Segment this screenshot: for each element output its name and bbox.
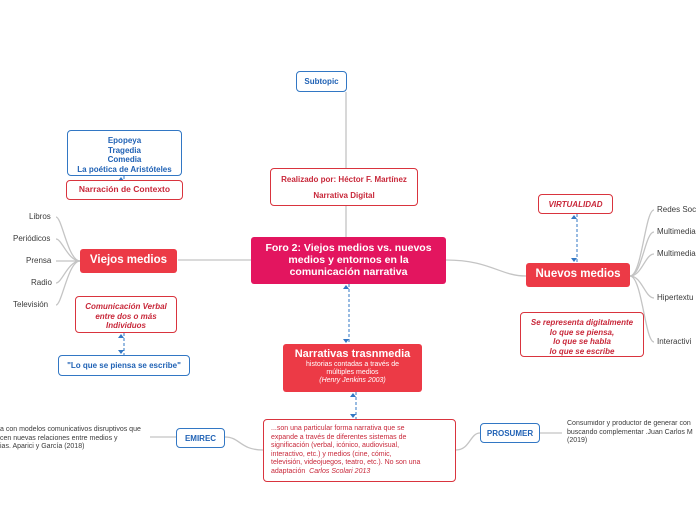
narrativas-transmedia-node[interactable]: Narrativas trasnmedia historias contadas… (283, 344, 422, 392)
virtualidad-node[interactable]: VIRTUALIDAD (538, 194, 613, 214)
central-topic[interactable]: Foro 2: Viejos medios vs. nuevos medios … (251, 237, 446, 284)
verbal-line-3: Individuos (106, 321, 146, 330)
link-scolari-prosumer (455, 432, 481, 451)
link-viejos-radio (55, 260, 81, 284)
arrow-narrativas-down (343, 339, 349, 343)
digital-line-3: lo que se habla (553, 337, 611, 346)
emirec-text: a con modelos comunicativos disruptivos … (0, 426, 150, 452)
generos-node[interactable]: Epopeya Tragedia Comedia La poética de A… (67, 130, 182, 176)
leaf-redes-sociales: Redes Soc (657, 205, 696, 214)
scolari-line-5: televisión, videojuegos, teatro, etc.). … (271, 459, 421, 467)
verbal-line-1: Comunicación Verbal (85, 302, 167, 311)
leaf-multimedia-1: Multimedia (657, 227, 696, 236)
emirec-line-3: ias. Aparici y García (2018) (0, 443, 85, 450)
narrativas-line-2: múltiples medios (326, 369, 379, 376)
genero-comedia: Comedia (107, 155, 142, 164)
arrow-virtualidad-down (571, 258, 577, 262)
genero-epopeya: Epopeya (107, 136, 142, 145)
prosumer-line-2: buscando complementar .Juan Carlos M (567, 428, 693, 436)
genero-poetica: La poética de Aristóteles (77, 164, 172, 174)
digital-line-2: lo que se piensa, (549, 327, 615, 337)
link-viejos-television (55, 260, 81, 306)
prosumer-text: Consumidor y productor de generar con bu… (567, 420, 696, 446)
viejos-medios-node[interactable]: Viejos medios (80, 249, 177, 273)
subtopic-node[interactable]: Subtopic (296, 71, 347, 92)
nuevos-medios-node[interactable]: Nuevos medios (526, 263, 630, 287)
digital-line-1: Se representa digitalmente (530, 318, 634, 327)
leaf-television: Televisión (13, 300, 49, 309)
narracion-contexto-node[interactable]: Narración de Contexto (66, 180, 183, 200)
link-viejos-periodicos (55, 238, 81, 262)
representa-digital-node[interactable]: Se representa digitalmente lo que se pie… (520, 312, 644, 357)
realizado-author: Realizado por: Héctor F. Martínez (281, 175, 407, 184)
link-nuevos-hipertexto (629, 275, 655, 299)
quote-label: "Lo que se piensa se escribe" (67, 361, 181, 370)
arrow-central-up (343, 285, 349, 289)
scolari-line-1: ...son una particular forma narrativa qu… (271, 425, 405, 432)
virtualidad-label: VIRTUALIDAD (548, 200, 603, 209)
narrativas-title: Narrativas trasnmedia (294, 348, 411, 360)
prosumer-label: PROSUMER (486, 429, 534, 438)
realizado-course: Narrativa Digital (313, 190, 375, 200)
narrativas-line-3: (Henry Jenkins 2003) (319, 377, 386, 384)
emirec-line-1: a con modelos comunicativos disruptivos … (0, 426, 141, 433)
scolari-line-3: significación (verbal, icónico, audiovis… (271, 442, 400, 450)
leaf-multimedia-2: Multimedia (657, 249, 696, 258)
narrativas-line-1: historias contadas a través de (306, 361, 399, 368)
scolari-line-6: adaptación Carlos Scolari 2013 (271, 468, 455, 477)
arrow-scolari-down (350, 414, 356, 418)
genero-tragedia: Tragedia (108, 145, 141, 155)
link-nuevos-multimedia1 (629, 231, 655, 277)
leaf-interactividad: Interactivi (657, 337, 692, 346)
emirec-line-2: cen nuevas relaciones entre medios y (0, 434, 118, 442)
central-line-3: comunicación narrativa (289, 266, 408, 278)
link-nuevos-interactividad (629, 275, 655, 343)
nuevos-medios-title: Nuevos medios (535, 268, 621, 280)
prosumer-node[interactable]: PROSUMER (480, 423, 540, 443)
leaf-libros: Libros (29, 212, 51, 221)
leaf-prensa: Prensa (26, 256, 52, 265)
central-line-1: Foro 2: Viejos medios vs. nuevos (265, 242, 432, 254)
link-central-nuevos (445, 259, 527, 277)
prosumer-line-1: Consumidor y productor de generar con (567, 420, 691, 427)
link-viejos-libros (55, 216, 81, 262)
viejos-medios-title: Viejos medios (89, 254, 168, 266)
scolari-node[interactable]: ...son una particular forma narrativa qu… (263, 419, 456, 482)
arrow-virtualidad-up (571, 215, 577, 219)
verbal-line-2: entre dos o más (95, 311, 157, 321)
narracion-contexto-label: Narración de Contexto (78, 184, 171, 194)
scolari-line-2: expande a través de diferentes sistemas … (271, 433, 407, 441)
comunicacion-verbal-node[interactable]: Comunicación Verbal entre dos o más Indi… (75, 296, 177, 333)
arrow-verbal-down (118, 350, 124, 354)
digital-line-4: lo que se escribe (549, 346, 615, 356)
link-scolari-emirec (224, 436, 264, 451)
arrow-verbal-up (118, 334, 124, 338)
leaf-hipertexto: Hipertextu (657, 293, 694, 302)
scolari-last-word: adaptación (271, 467, 306, 475)
scolari-line-4: interactivo, etc.) y medios (cine, cómic… (271, 450, 392, 458)
prosumer-line-3: (2019) (567, 437, 588, 444)
emirec-node[interactable]: EMIREC (176, 428, 225, 448)
leaf-periodicos: Periódicos (13, 234, 51, 243)
realizado-node[interactable]: Realizado por: Héctor F. Martínez Narrat… (270, 168, 418, 206)
quote-node[interactable]: "Lo que se piensa se escribe" (58, 355, 190, 376)
central-line-2: medios y entornos en la (288, 254, 409, 266)
link-nuevos-multimedia2 (629, 253, 655, 277)
arrow-scolari-up (350, 393, 356, 397)
scolari-author: Carlos Scolari 2013 (309, 467, 371, 475)
leaf-radio: Radio (31, 278, 52, 287)
subtopic-label: Subtopic (304, 77, 339, 86)
emirec-label: EMIREC (184, 434, 217, 443)
